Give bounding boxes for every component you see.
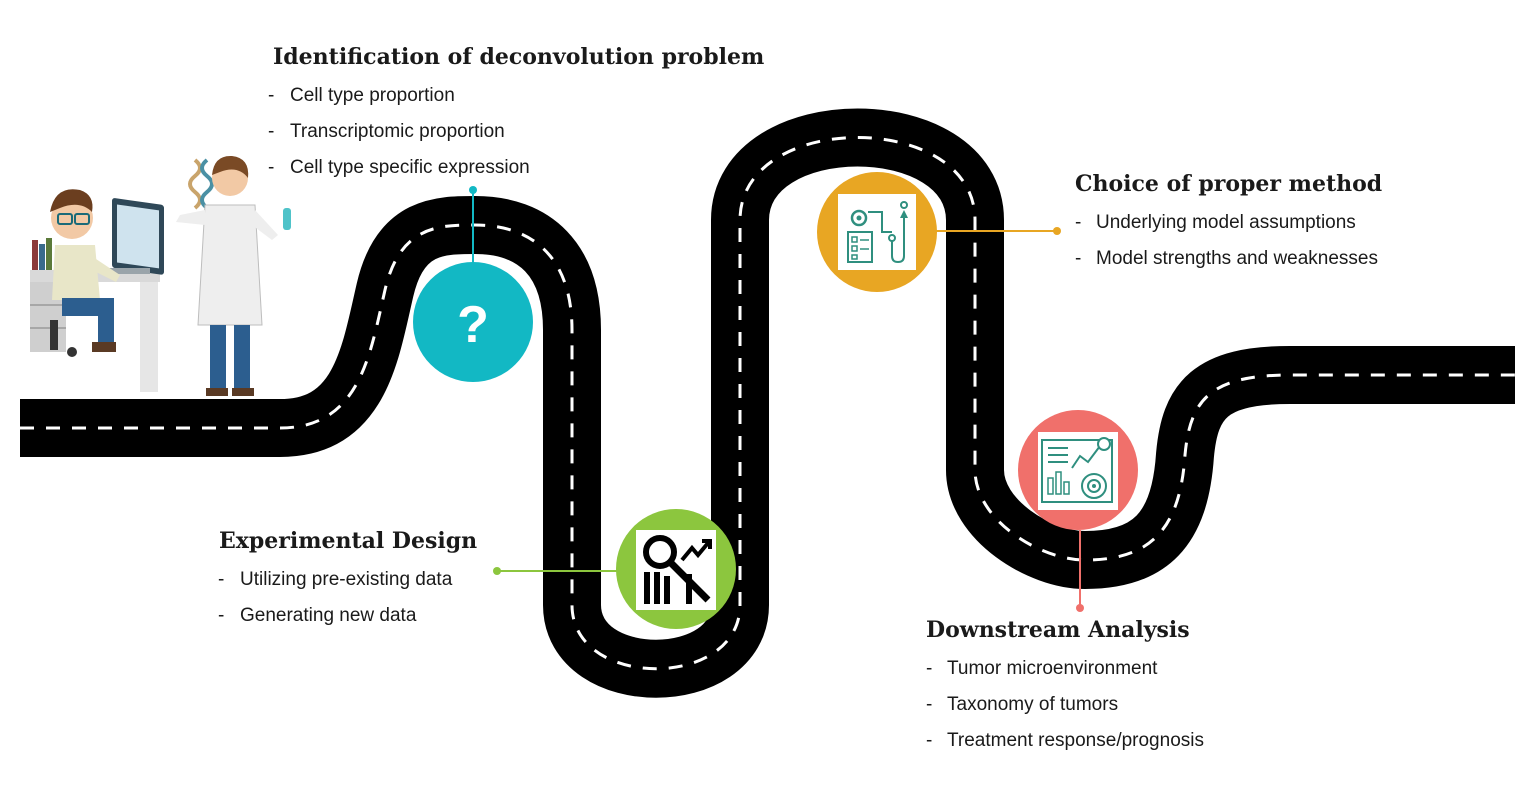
step-3-title: Choice of proper method	[1075, 171, 1382, 197]
step-4-title: Downstream Analysis	[926, 617, 1190, 643]
step-4-bullet: -	[926, 658, 932, 679]
question-mark-icon: ?	[457, 296, 489, 354]
step-4-marker	[1018, 410, 1138, 612]
step-1-item: Cell type proportion	[290, 85, 455, 106]
step-1-marker: ?	[413, 186, 533, 382]
step-4-item: Tumor microenvironment	[947, 658, 1158, 679]
step-4-bullet: -	[926, 730, 932, 751]
step-3-text: Choice of proper method - Underlying mod…	[1075, 171, 1382, 269]
data-search-icon	[636, 530, 716, 610]
step-4-bullet: -	[926, 694, 932, 715]
method-workflow-icon	[838, 194, 916, 270]
step-2-bullet: -	[218, 569, 224, 590]
step-4-item: Taxonomy of tumors	[947, 694, 1118, 715]
step-1-bullet: -	[268, 157, 274, 178]
step-3-item: Model strengths and weaknesses	[1096, 248, 1378, 269]
step-3-marker	[817, 172, 1061, 292]
scientists-illustration	[30, 155, 291, 396]
road	[20, 108, 1515, 698]
step-2-bullet: -	[218, 605, 224, 626]
step-1-bullet: -	[268, 121, 274, 142]
step-1-circle	[413, 262, 533, 382]
step-4-item: Treatment response/prognosis	[947, 730, 1204, 751]
step-2-marker	[493, 509, 736, 629]
step-3-item: Underlying model assumptions	[1096, 212, 1356, 233]
step-2-item: Generating new data	[240, 605, 417, 626]
step-1-title: Identification of deconvolution problem	[273, 44, 764, 70]
step-1-bullet: -	[268, 85, 274, 106]
step-4-text: Downstream Analysis - Tumor microenviron…	[926, 617, 1204, 751]
seated-scientist-icon	[50, 189, 120, 357]
step-2-text: Experimental Design - Utilizing pre-exis…	[218, 528, 477, 626]
step-1-text: Identification of deconvolution problem …	[268, 44, 764, 178]
step-1-item: Cell type specific expression	[290, 157, 530, 178]
step-2-item: Utilizing pre-existing data	[240, 569, 453, 590]
step-2-title: Experimental Design	[219, 528, 477, 554]
step-1-item: Transcriptomic proportion	[290, 121, 505, 142]
computer-monitor-icon	[108, 198, 164, 275]
step-3-bullet: -	[1075, 212, 1081, 233]
step-3-bullet: -	[1075, 248, 1081, 269]
standing-scientist-icon	[176, 155, 291, 396]
analytics-dashboard-icon	[1038, 432, 1118, 510]
